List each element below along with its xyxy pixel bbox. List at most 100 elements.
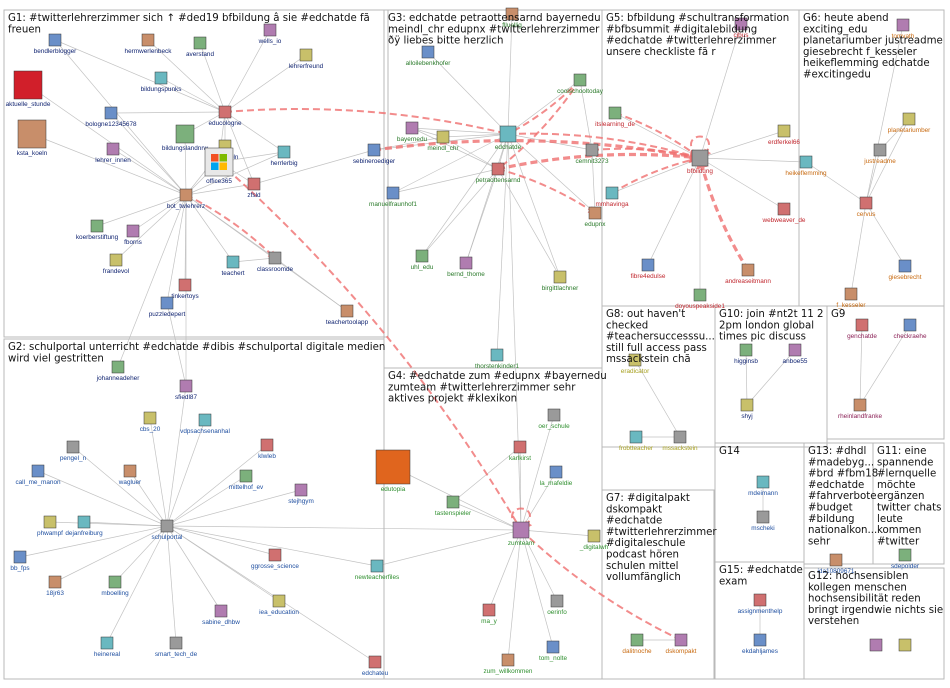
- node-aktuelle_stunde[interactable]: aktuelle_stunde: [6, 70, 51, 108]
- node-g12_a[interactable]: [869, 638, 883, 652]
- node-18jr63[interactable]: 18jr63: [46, 575, 64, 597]
- node-bernd_thome[interactable]: bernd_thome: [447, 256, 485, 278]
- node-ekdahljames[interactable]: ekdahljames: [742, 633, 778, 655]
- node-bayernedu[interactable]: bayernedu: [397, 121, 428, 143]
- node-phwampf[interactable]: phwampf: [37, 515, 63, 537]
- node-zumteam[interactable]: zumteam: [508, 521, 534, 547]
- node-ida10809671[interactable]: ida10809671: [818, 553, 855, 575]
- node-tom_nolte[interactable]: tom_nolte: [539, 640, 568, 662]
- node-bot_twlehrerz[interactable]: bot_twlehrerz: [167, 188, 205, 210]
- node-justreadme[interactable]: justreadme: [863, 143, 896, 165]
- node-ksta_koeln[interactable]: ksta_koeln: [17, 119, 48, 157]
- node-pengel_n[interactable]: pengel_n: [60, 440, 87, 462]
- node-genchatde[interactable]: genchatde: [847, 318, 877, 340]
- node-bb_fps[interactable]: bb_fps: [10, 550, 30, 572]
- node-flluellig[interactable]: flluellig: [502, 7, 522, 29]
- node-dskompakt[interactable]: dskompakt: [666, 633, 697, 655]
- node-fibre4edulse[interactable]: fibre4edulse: [631, 258, 666, 280]
- node-fborns[interactable]: fborns: [124, 224, 142, 246]
- node-bologne12345678[interactable]: bologne12345678: [85, 106, 137, 128]
- node-tastenspieler[interactable]: tastenspieler: [435, 495, 472, 517]
- node-cjbus[interactable]: cjbus: [734, 17, 749, 39]
- node-petraottensarnd[interactable]: petraottensarnd: [476, 162, 521, 184]
- node-bildungspunks[interactable]: bildungspunks: [141, 71, 182, 93]
- node-tinkertoys[interactable]: tinkertoys: [171, 278, 199, 300]
- node-wagluer[interactable]: wagluer: [118, 464, 142, 486]
- node-hermwerlenbeck[interactable]: hermwerlenbeck: [125, 33, 173, 55]
- node-alloilebenkhofer[interactable]: alloilebenkhofer: [406, 45, 452, 67]
- node-mssackstein[interactable]: mssackstein: [662, 430, 698, 452]
- node-frobtteacher[interactable]: frobtteacher: [619, 430, 654, 452]
- node-la_mafeldie[interactable]: la_mafeldie: [540, 465, 573, 487]
- node-klwleb[interactable]: klwleb: [258, 438, 276, 460]
- node-bendlerblogger[interactable]: bendlerblogger: [34, 33, 78, 55]
- node-mscheki[interactable]: mscheki: [751, 510, 775, 532]
- node-office365[interactable]: office365: [204, 147, 234, 185]
- node-erdferkel66[interactable]: erdferkel66: [768, 124, 800, 146]
- node-zum_willkommen[interactable]: zum_willkommen: [483, 653, 533, 675]
- node-edchatde[interactable]: edchatde: [495, 125, 522, 151]
- node-schulportal[interactable]: schulportal: [152, 519, 183, 541]
- node-uhl_edu[interactable]: uhl_edu: [411, 249, 434, 271]
- node-itslearning_de[interactable]: itslearning_de: [595, 106, 635, 128]
- node-sdepolder[interactable]: sdepolder: [891, 548, 920, 570]
- node-sebineroediger[interactable]: sebineroediger: [353, 143, 396, 165]
- node-call_me_manon[interactable]: call_me_manon: [15, 464, 61, 486]
- node-edutopia[interactable]: edutopia: [375, 449, 411, 493]
- node-assignmenthelp[interactable]: assignmenthelp: [738, 593, 783, 615]
- node-shyj[interactable]: shyj: [740, 398, 754, 420]
- node-mmhavinga[interactable]: mmhavinga: [595, 186, 629, 208]
- node-bfbildung[interactable]: bfbildung: [687, 149, 713, 175]
- node-webweaver_de[interactable]: webweaver_de: [762, 202, 806, 224]
- node-teachert[interactable]: teachert: [221, 255, 245, 277]
- node-higginsb[interactable]: higginsb: [734, 343, 758, 365]
- node-lehrerfreund[interactable]: lehrerfreund: [289, 48, 324, 70]
- node-vdpsachsenanhal[interactable]: vdpsachsenanhal: [180, 413, 230, 435]
- node-sabine_dhbw[interactable]: sabine_dhbw: [202, 604, 240, 626]
- node-heinereal[interactable]: heinereal: [94, 636, 120, 658]
- node-iea_education[interactable]: iea_education: [259, 594, 299, 616]
- node-heikeflemming[interactable]: heikeflemming: [785, 155, 827, 177]
- node-cervus[interactable]: cervus: [857, 196, 876, 218]
- node-planetariumber[interactable]: planetariumber: [888, 112, 932, 134]
- node-rheinlandfranke[interactable]: rheinlandfranke: [838, 398, 883, 420]
- node-karlkirst[interactable]: karlkirst: [509, 440, 531, 462]
- node-digitalwh[interactable]: _digitalwh: [579, 529, 609, 551]
- node-tomvath[interactable]: tomvath: [892, 18, 915, 40]
- node-mdeimann[interactable]: mdeimann: [748, 475, 778, 497]
- node-oer_schule[interactable]: oer_schule: [538, 408, 570, 430]
- node-smart_tech_de[interactable]: smart_tech_de: [155, 636, 198, 658]
- node-doyouspeakside1[interactable]: doyouspeakside1: [675, 288, 725, 310]
- node-checkraehe[interactable]: checkraehe: [893, 318, 927, 340]
- node-ggrosse_science[interactable]: ggrosse_science: [251, 548, 299, 570]
- node-thorstenkinder1[interactable]: thorstenkinder1: [475, 348, 519, 370]
- node-herrlerbig[interactable]: herrlerbig: [271, 145, 298, 167]
- node-wells_io[interactable]: wells_io: [258, 23, 282, 45]
- node-manuelfraunhof1[interactable]: manuelfraunhof1: [369, 186, 417, 208]
- node-coolschooltoday[interactable]: coolschooltoday: [557, 73, 604, 95]
- node-f_kesseler[interactable]: f_kesseler: [836, 287, 866, 309]
- node-birgittlachner[interactable]: birgittlachner: [542, 270, 579, 292]
- node-newteacherfiles[interactable]: newteacherfiles: [355, 559, 399, 581]
- node-koerberstiftung[interactable]: koerberstiftung: [76, 219, 119, 241]
- node-mboelling[interactable]: mboelling: [101, 575, 129, 597]
- node-frandevol[interactable]: frandevol: [103, 253, 129, 275]
- node-edchateu[interactable]: edchateu: [362, 655, 389, 677]
- node-andreaseitmann[interactable]: andreaseitmann: [725, 263, 771, 285]
- node-giesebrecht[interactable]: giesebrecht: [888, 259, 922, 281]
- node-bildungslandnrw[interactable]: bildungslandnrw: [162, 124, 209, 152]
- node-stejhgym[interactable]: stejhgym: [288, 483, 314, 505]
- node-mittelhof_ev[interactable]: mittelhof_ev: [229, 469, 264, 491]
- node-lehrer_innen[interactable]: lehrer_innen: [95, 142, 131, 164]
- node-sfiedl87[interactable]: sfiedl87: [175, 379, 197, 401]
- node-puzzledepert[interactable]: puzzledepert: [149, 296, 186, 318]
- node-dalitnoche[interactable]: dalitnoche: [622, 633, 652, 655]
- node-cbs_20[interactable]: cbs_20: [140, 411, 161, 433]
- node-eradicator[interactable]: eradicator: [621, 353, 650, 375]
- node-meindl_chr[interactable]: meindl_chr: [427, 130, 459, 152]
- node-g12_b[interactable]: [898, 638, 912, 652]
- node-cemnit3273[interactable]: cemnit3273: [575, 143, 609, 165]
- node-johanneadeher[interactable]: johanneadeher: [96, 360, 141, 382]
- node-educologne[interactable]: educologne: [208, 105, 242, 127]
- node-dejanfreiburg[interactable]: dejanfreiburg: [65, 515, 103, 537]
